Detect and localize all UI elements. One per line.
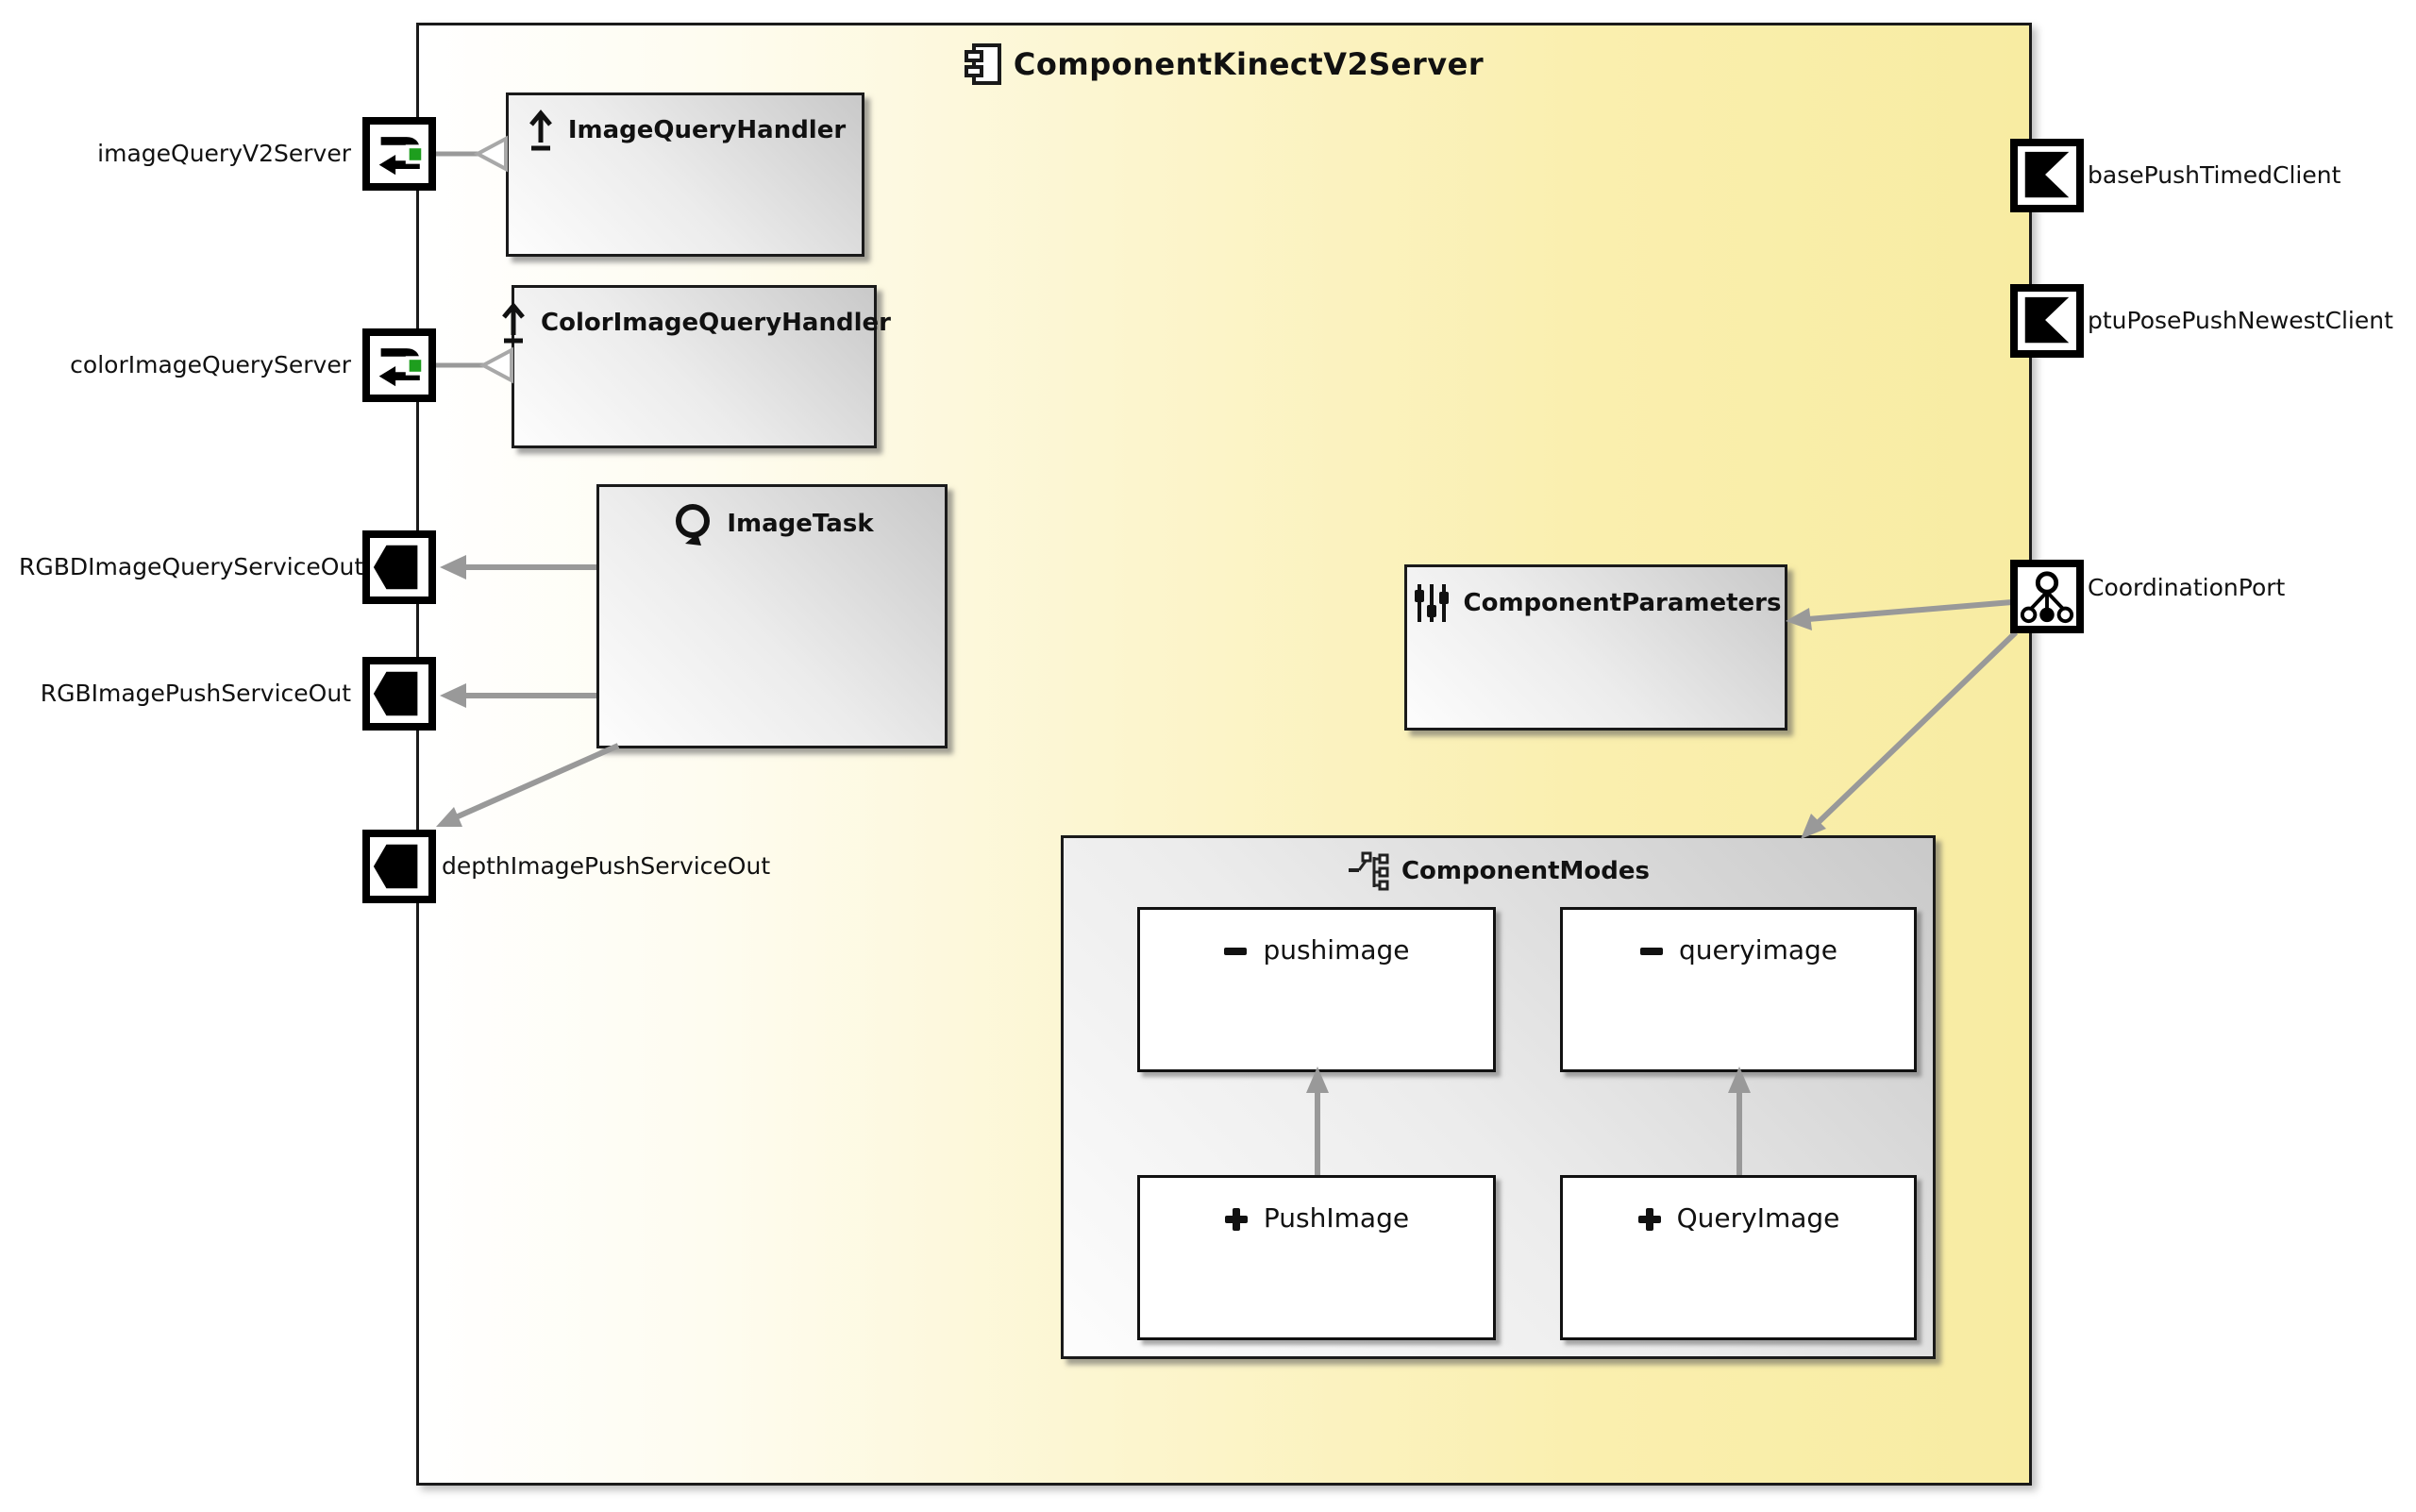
service-out-port-icon (373, 545, 418, 590)
port-ptu-pose-push-newest-client[interactable] (2010, 284, 2084, 358)
port-image-query-v2-server[interactable] (362, 117, 436, 191)
port-color-image-query-server[interactable] (362, 328, 436, 402)
port-label-ptu-pose-push-newest-client: ptuPosePushNewestClient (2088, 307, 2393, 334)
component-title: ComponentKinectV2Server (1013, 46, 1485, 82)
port-depth-image-push-service-out[interactable] (362, 830, 436, 903)
client-port-icon (2024, 296, 2070, 344)
component-parameters-title-row: ComponentParameters (1407, 567, 1785, 626)
image-task-label: ImageTask (727, 510, 874, 538)
component-title-row: ComponentKinectV2Server (419, 42, 2029, 86)
port-label-rgbd-image-query-service-out: RGBDImageQueryServiceOut (19, 553, 364, 580)
color-image-query-handler-title-row: ColorImageQueryHandler (502, 288, 891, 344)
image-query-handler-box[interactable]: ImageQueryHandler (506, 92, 864, 257)
image-task-title-row: ImageTask (599, 487, 945, 547)
component-parameters-box[interactable]: ComponentParameters (1404, 564, 1787, 731)
image-query-handler-title-row: ImageQueryHandler (509, 95, 862, 152)
plus-icon (1224, 1207, 1248, 1231)
service-out-port-icon (373, 844, 418, 889)
port-label-image-query-v2-server: imageQueryV2Server (97, 140, 351, 167)
mode-def-pushimage-label: PushImage (1263, 1202, 1410, 1234)
mode-pushimage-label: pushimage (1263, 934, 1410, 966)
query-server-port-icon (378, 137, 426, 176)
port-rgbd-image-query-service-out[interactable] (362, 530, 436, 604)
image-query-handler-label: ImageQueryHandler (567, 116, 847, 144)
component-modes-title-row: ComponentModes (1064, 838, 1933, 891)
mode-def-queryimage-title-row: QueryImage (1563, 1178, 1914, 1234)
port-label-coordination: CoordinationPort (2088, 574, 2286, 601)
mode-queryimage-box[interactable]: queryimage (1560, 907, 1917, 1072)
mode-def-queryimage-label: QueryImage (1676, 1202, 1840, 1234)
color-image-query-handler-label: ColorImageQueryHandler (541, 309, 891, 337)
modes-tree-icon (1348, 851, 1389, 891)
component-parameters-label: ComponentParameters (1463, 589, 1782, 617)
minus-icon (1639, 947, 1663, 955)
mode-def-pushimage-box[interactable]: PushImage (1137, 1175, 1496, 1340)
port-base-push-timed-client[interactable] (2010, 139, 2084, 212)
mode-def-queryimage-box[interactable]: QueryImage (1560, 1175, 1917, 1340)
input-handler-arrow-icon (502, 302, 525, 344)
uml-component-icon (964, 43, 1001, 85)
mode-queryimage-label: queryimage (1678, 934, 1838, 966)
input-handler-arrow-icon (528, 109, 552, 151)
port-rgb-image-push-service-out[interactable] (362, 657, 436, 731)
port-label-base-push-timed-client: basePushTimedClient (2088, 161, 2341, 189)
component-modes-label: ComponentModes (1401, 857, 1651, 885)
port-label-depth-image-push-service-out: depthImagePushServiceOut (442, 852, 771, 880)
mode-pushimage-title-row: pushimage (1140, 910, 1493, 966)
mode-queryimage-title-row: queryimage (1563, 910, 1914, 966)
mode-pushimage-box[interactable]: pushimage (1137, 907, 1496, 1072)
port-label-rgb-image-push-service-out: RGBImagePushServiceOut (40, 680, 351, 707)
coordination-port-icon (2020, 571, 2074, 624)
service-out-port-icon (373, 671, 418, 716)
client-port-icon (2024, 151, 2070, 198)
color-image-query-handler-box[interactable]: ColorImageQueryHandler (502, 285, 891, 448)
sliders-icon (1414, 584, 1449, 622)
task-loop-icon (676, 504, 711, 546)
port-label-color-image-query-server: colorImageQueryServer (70, 351, 351, 378)
query-server-port-icon (378, 348, 426, 387)
port-coordination[interactable] (2010, 560, 2084, 633)
minus-icon (1224, 947, 1248, 955)
mode-def-pushimage-title-row: PushImage (1140, 1178, 1493, 1234)
image-task-box[interactable]: ImageTask (596, 484, 948, 748)
plus-icon (1637, 1207, 1661, 1231)
